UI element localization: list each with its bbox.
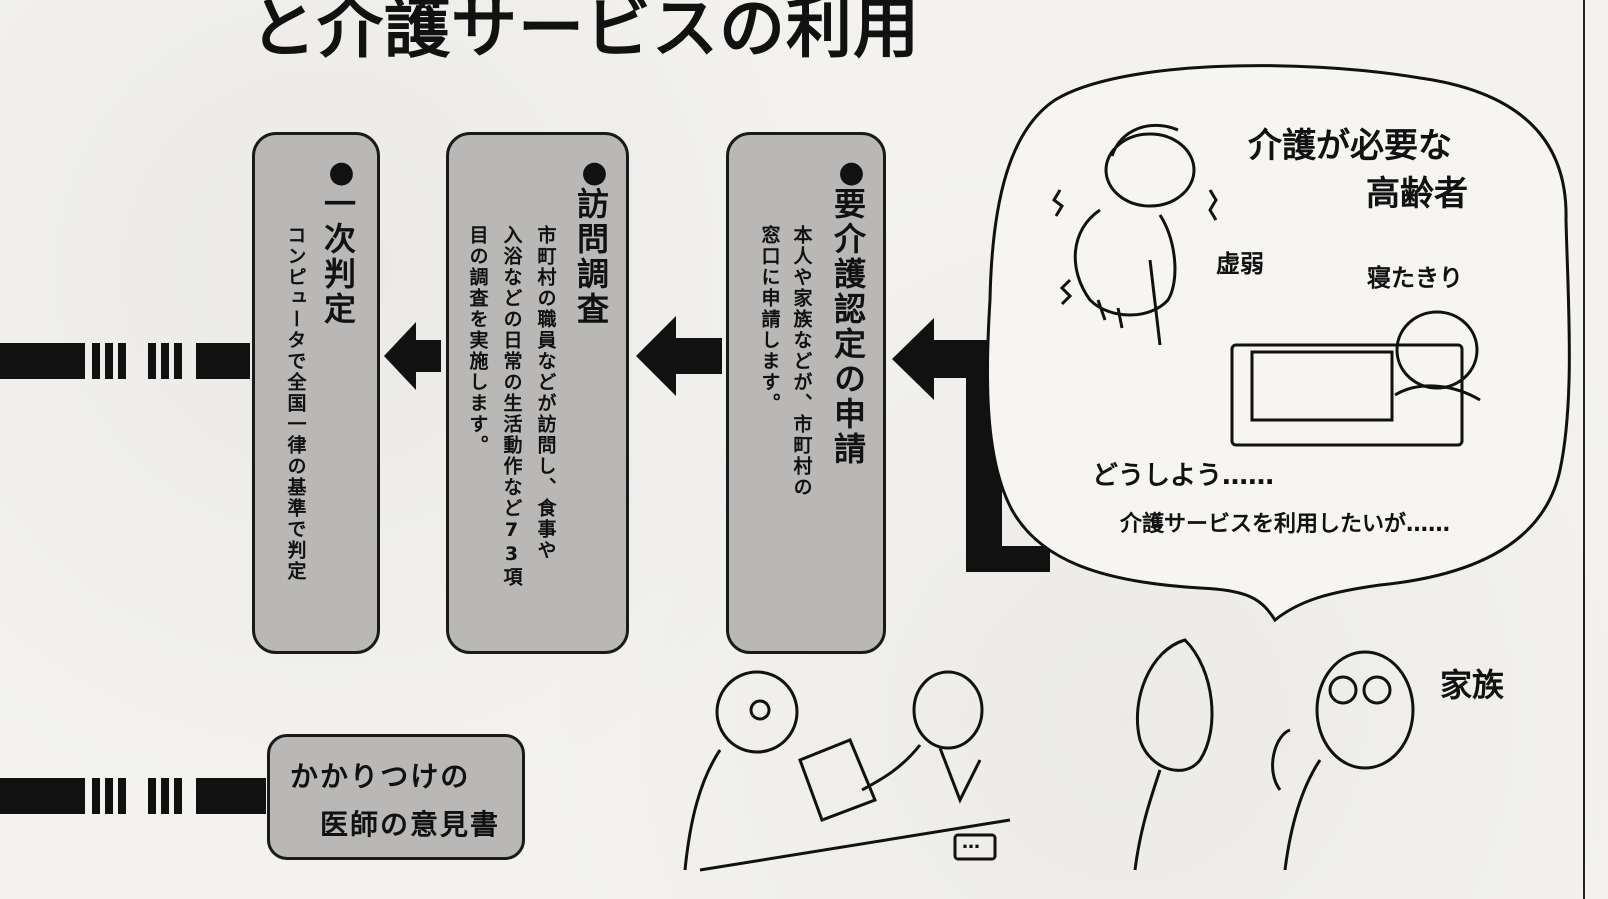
connector-bar-bottom: [0, 778, 266, 814]
step-application-heading: 要介護認定の申請: [829, 187, 867, 467]
bubble-title-line1: 介護が必要な: [1248, 126, 1452, 166]
step-primary-judgment-box: ● 一次判定 コンピュータで全国一律の基準で判定: [252, 132, 380, 654]
want-text: 介護サービスを利用したいが……: [1120, 512, 1451, 537]
doctor-opinion-line2: 医師の意見書: [320, 808, 501, 841]
bedridden-label: 寝たきり: [1367, 264, 1463, 292]
doctor-opinion-line1: かかりつけの: [290, 760, 471, 793]
arrow-elbow-from-elderly: [892, 318, 1050, 572]
step-primary-judgment-bullet: ●: [324, 155, 359, 190]
frail-label: 虚弱: [1216, 250, 1264, 278]
family-illustration: [1133, 638, 1415, 871]
office-staff-illustration: [683, 670, 1011, 872]
worry-text: どうしよう……: [1092, 461, 1275, 491]
bubble-title-line2: 高齢者: [1366, 174, 1468, 214]
step-primary-judgment-heading: 一次判定: [319, 187, 357, 327]
step-visit-survey-body-line2: 入浴などの日常の生活動作など73項: [500, 225, 523, 588]
connector-bar-top: [0, 343, 250, 379]
step-application-body-line2: 窓口に申請します。: [758, 225, 781, 414]
step-application-box: ● 要介護認定の申請 本人や家族などが、市町村の 窓口に申請します。: [726, 132, 886, 654]
step-application-bullet: ●: [834, 155, 869, 190]
step-visit-survey-body-line1: 市町村の職員などが訪問し、食事や: [534, 225, 557, 561]
bedridden-elderly-illustration: [1230, 310, 1481, 447]
step-visit-survey-body-line3: 目の調査を実施します。: [466, 225, 489, 456]
step-application-body-line1: 本人や家族などが、市町村の: [790, 225, 813, 498]
step-primary-judgment-body: コンピュータで全国一律の基準で判定: [284, 225, 307, 582]
page-edge-rule: [1583, 0, 1585, 899]
arrow-left-1: [384, 322, 441, 390]
step-visit-survey-box: ● 訪問調査 市町村の職員などが訪問し、食事や 入浴などの日常の生活動作など73…: [446, 132, 629, 654]
page-title: と介護サービスの利用: [250, 0, 920, 67]
arrow-left-2: [636, 316, 722, 396]
desk-sign-text: …: [962, 832, 980, 853]
step-visit-survey-bullet: ●: [577, 155, 612, 190]
step-visit-survey-heading: 訪問調査: [572, 187, 610, 327]
frail-elderly-illustration: [1052, 123, 1218, 346]
doctor-opinion-box: かかりつけの 医師の意見書: [267, 734, 525, 860]
family-label: 家族: [1440, 666, 1505, 704]
